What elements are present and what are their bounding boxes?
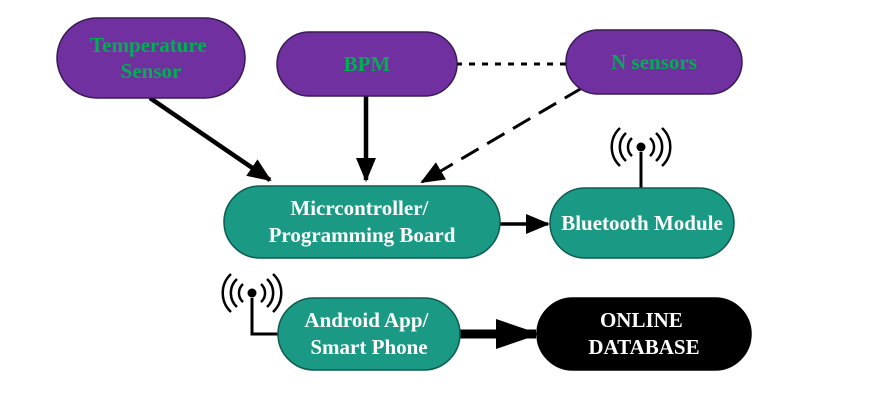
node-temperature-sensor: Temperature Sensor [56, 17, 246, 99]
svg-text:N sensors: N sensors [611, 50, 697, 74]
edges [148, 62, 583, 349]
phone-antenna-icon [221, 273, 283, 336]
microcontroller-label-line1: Micrcontroller/ [290, 196, 429, 220]
edge-nsensors-to-microcontroller [420, 86, 583, 184]
bluetooth-module-label: Bluetooth Module [561, 211, 723, 235]
svg-text:Android App/ Smart Phone: Android App/ Smart Phone [304, 308, 433, 359]
microcontroller-label-line2: Programming Board [269, 223, 456, 247]
svg-text:Bluetooth Module: Bluetooth Module [561, 211, 723, 235]
temperature-sensor-label-line2: Sensor [121, 59, 182, 83]
svg-text:ONLINE DATABASE: ONLINE DATABASE [588, 308, 699, 359]
node-n-sensors: N sensors [565, 29, 743, 95]
n-sensors-label: N sensors [611, 50, 697, 74]
node-online-database: ONLINE DATABASE [536, 297, 752, 371]
node-bpm: BPM [276, 31, 458, 97]
online-database-label-line2: DATABASE [588, 335, 699, 359]
android-app-label-line1: Android App/ [304, 308, 429, 332]
svg-text:Micrcontroller/ Programm: Micrcontroller/ Programming Board [269, 196, 456, 247]
edge-temperature-to-microcontroller [148, 96, 272, 182]
temperature-sensor-label-line1: Temperature [90, 33, 207, 57]
bluetooth-antenna-icon [610, 127, 672, 188]
node-android-app: Android App/ Smart Phone [277, 297, 461, 371]
bpm-label: BPM [344, 52, 391, 76]
node-bluetooth-module: Bluetooth Module [549, 187, 735, 259]
svg-text:Temperature Sensor: Temperature Sensor [90, 33, 212, 83]
online-database-label-line1: ONLINE [600, 308, 683, 332]
android-app-label-line2: Smart Phone [310, 335, 427, 359]
svg-text:BPM: BPM [344, 52, 391, 76]
node-microcontroller: Micrcontroller/ Programming Board [223, 185, 501, 259]
